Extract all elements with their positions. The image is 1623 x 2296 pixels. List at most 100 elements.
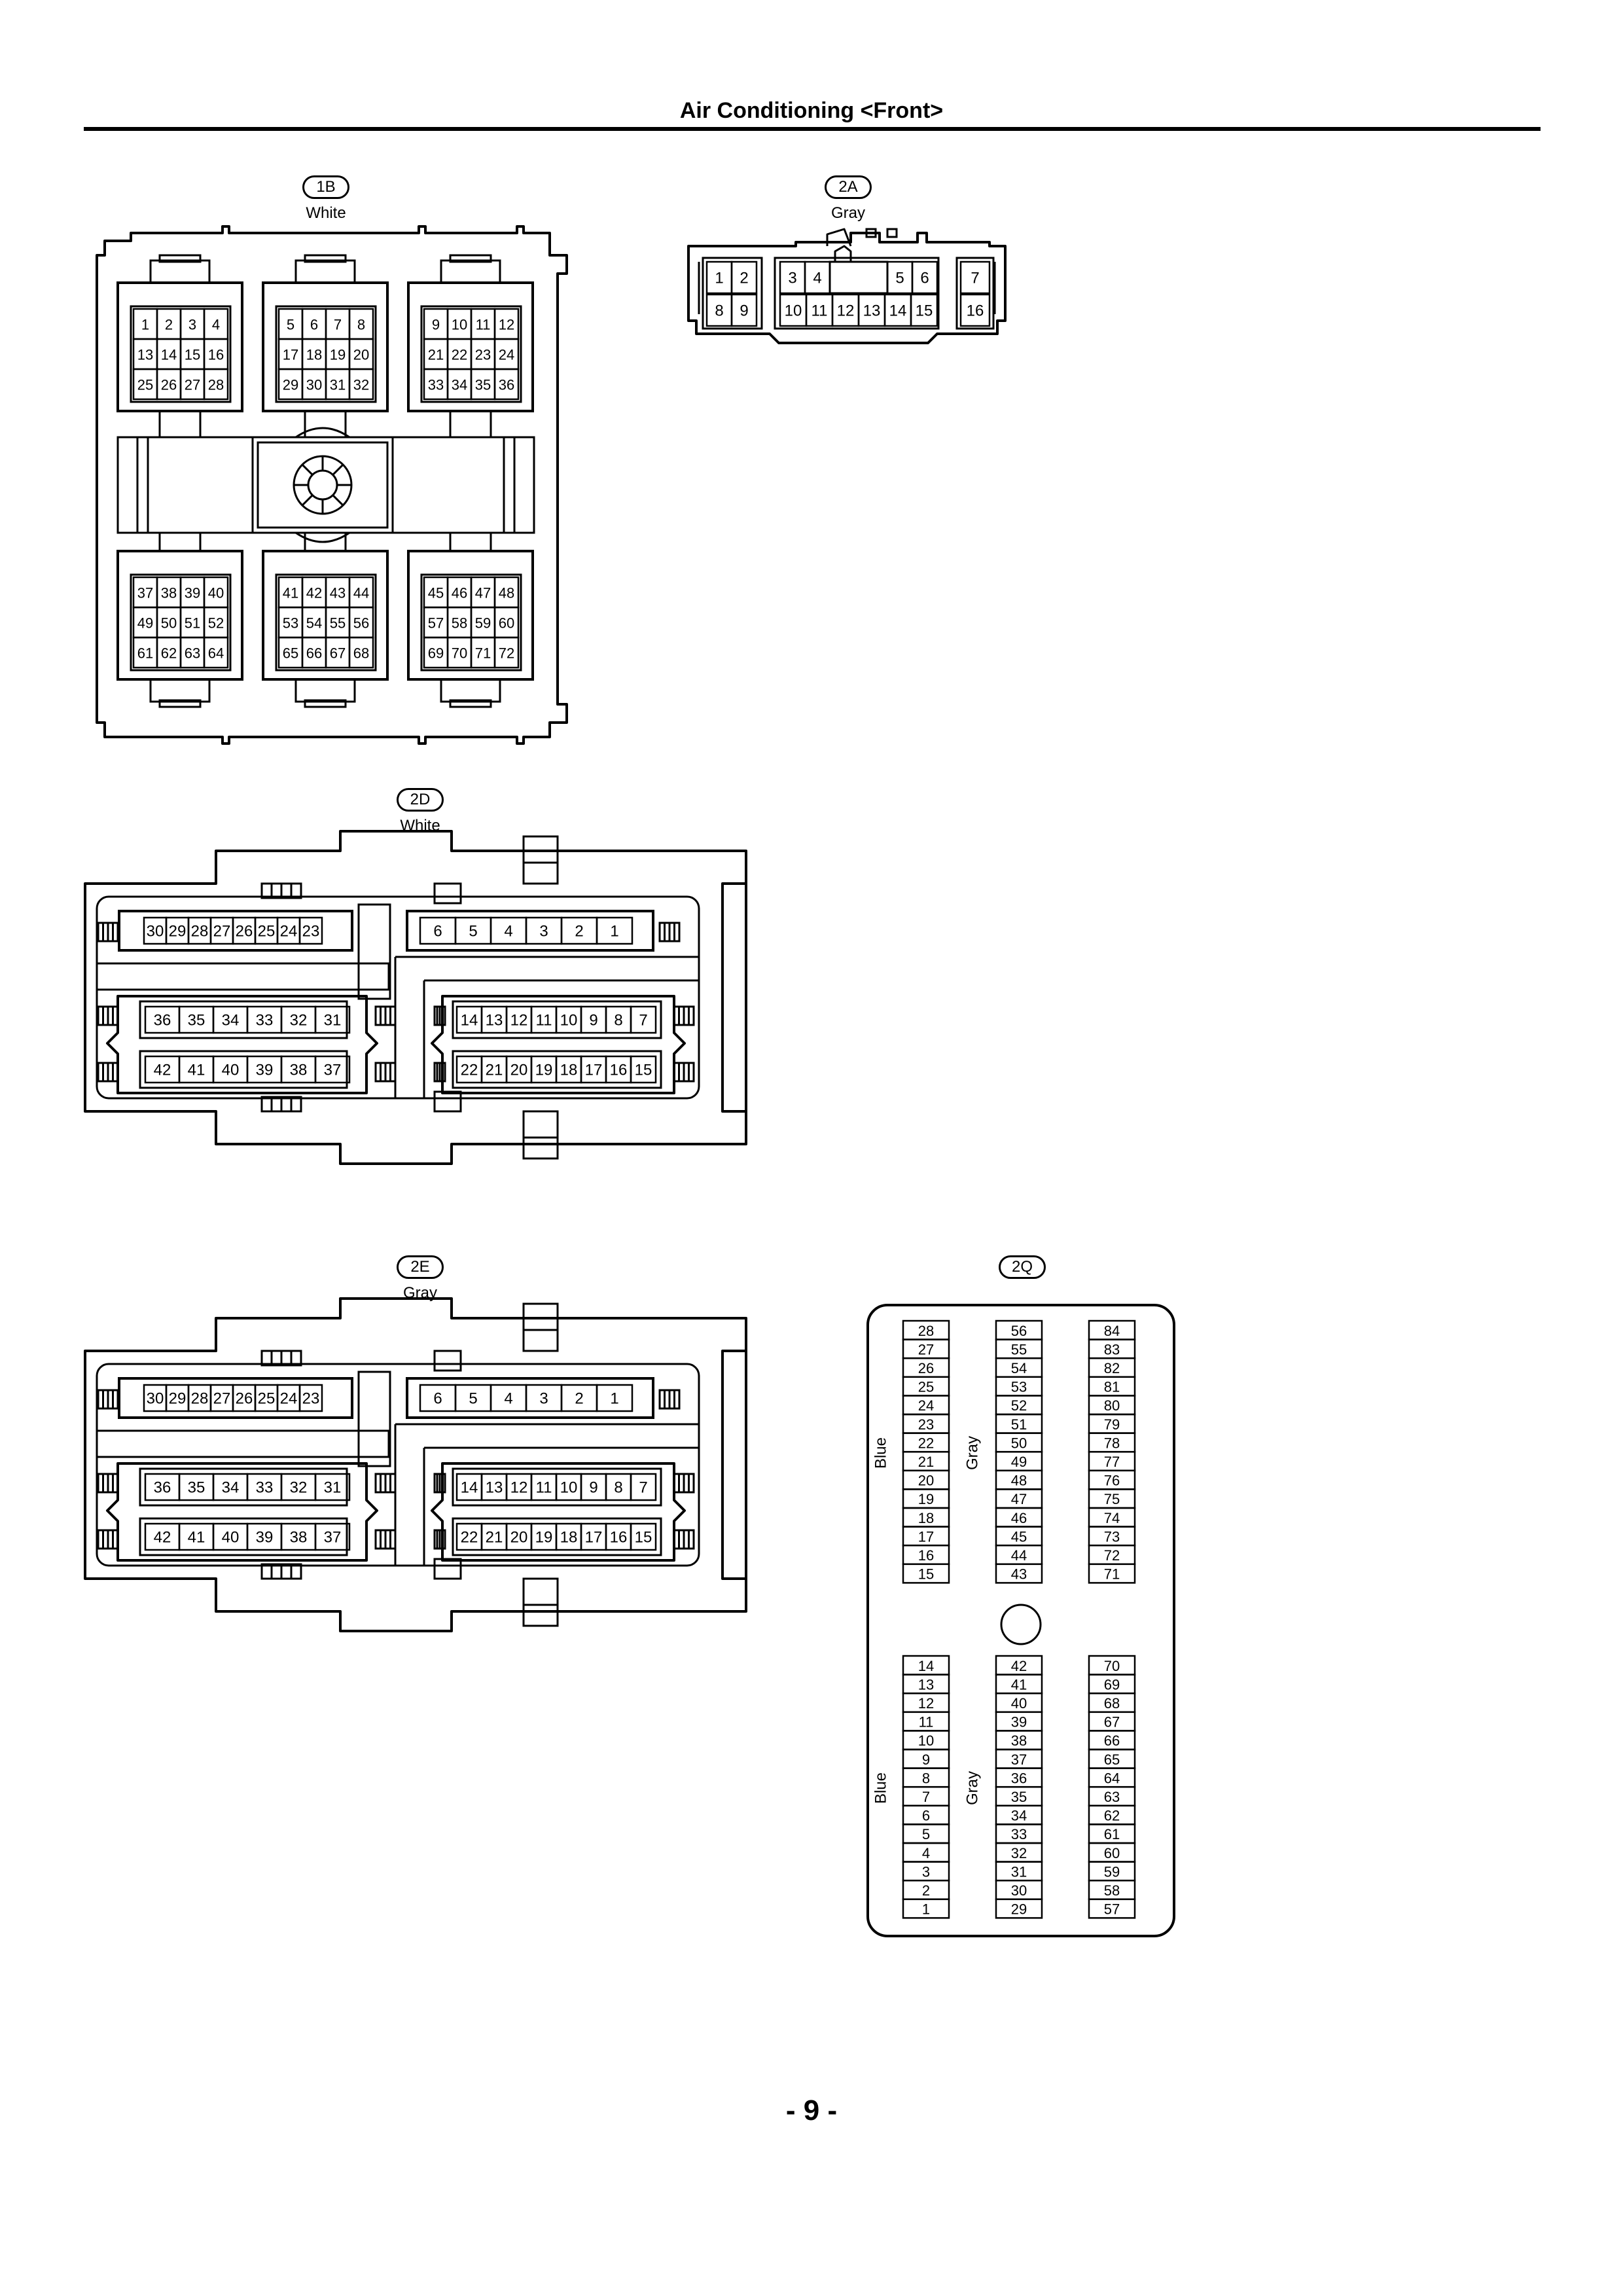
latch-tab xyxy=(294,259,356,284)
pin-number: 59 xyxy=(1104,1863,1120,1880)
pin-number: 50 xyxy=(1011,1435,1027,1451)
pin-number: 62 xyxy=(161,645,177,662)
pin-number: 42 xyxy=(154,1062,171,1079)
pin-number: 28 xyxy=(191,1390,209,1408)
pin-number: 2 xyxy=(575,923,583,941)
pin-number: 16 xyxy=(967,302,984,320)
pin-number: 5 xyxy=(469,1390,477,1408)
connector-2D-body xyxy=(96,895,700,1100)
pin-cell xyxy=(314,1055,351,1084)
pin-number: 7 xyxy=(971,270,979,287)
pin-number: 6 xyxy=(922,1808,930,1824)
latch-tab-top xyxy=(449,254,492,263)
pin-number: 21 xyxy=(918,1454,934,1470)
pin-number: 20 xyxy=(918,1473,934,1489)
pin-number: 67 xyxy=(330,645,346,662)
pin-group xyxy=(774,257,940,330)
pin-number: 56 xyxy=(1011,1323,1027,1339)
pin-number: 22 xyxy=(461,1529,478,1547)
pin-block xyxy=(118,910,353,952)
pin-number: 18 xyxy=(560,1529,578,1547)
pin-number: 83 xyxy=(1104,1341,1120,1357)
pin-number: 64 xyxy=(1104,1770,1120,1786)
pin-number: 21 xyxy=(486,1062,503,1079)
center-housing-inner xyxy=(257,441,389,529)
pin-number: 36 xyxy=(1011,1770,1027,1786)
pin-number: 4 xyxy=(504,1390,512,1408)
pin-number: 24 xyxy=(280,923,298,941)
channel xyxy=(96,962,390,991)
pin-number: 59 xyxy=(475,615,491,632)
pin-number: 20 xyxy=(510,1062,528,1079)
side-label-gray: Gray xyxy=(964,1436,982,1470)
pin-number: 28 xyxy=(208,377,224,393)
connector-1B-center-band xyxy=(116,436,535,534)
pin-cell xyxy=(493,636,520,669)
pin-number: 2 xyxy=(740,270,748,287)
latch-tab xyxy=(440,678,501,703)
pin-number: 27 xyxy=(213,1390,231,1408)
pin-number: 41 xyxy=(1011,1676,1027,1693)
pin-number: 82 xyxy=(1104,1360,1120,1376)
pin-number: 7 xyxy=(639,1012,647,1030)
pin-number: 44 xyxy=(1011,1547,1027,1564)
pin-number: 66 xyxy=(306,645,322,662)
pin-number: 5 xyxy=(287,317,294,333)
connector-2E-body xyxy=(96,1363,700,1567)
pin-cell xyxy=(630,1055,657,1084)
latch-tab xyxy=(149,678,211,703)
pin-number: 16 xyxy=(208,347,224,363)
connector-color-2A: Gray xyxy=(830,204,865,222)
pin-number: 15 xyxy=(918,1566,934,1583)
pin-number: 18 xyxy=(918,1510,934,1526)
pin-number: 19 xyxy=(918,1491,934,1507)
pin-number: 11 xyxy=(812,302,828,320)
pin-number: 39 xyxy=(256,1062,274,1079)
pin-number: 69 xyxy=(1104,1676,1120,1693)
pin-number: 30 xyxy=(147,1390,164,1408)
pin-number: 1 xyxy=(922,1901,930,1918)
pin-number: 22 xyxy=(461,1062,478,1079)
pin-number: 10 xyxy=(560,1479,578,1497)
pin-number: 2 xyxy=(165,317,173,333)
pin-number: 73 xyxy=(1104,1528,1120,1545)
pin-row-frame xyxy=(452,1467,662,1507)
pin-number: 40 xyxy=(222,1529,240,1547)
pin-number: 3 xyxy=(539,923,548,941)
pin-number: 35 xyxy=(188,1012,205,1030)
latch-tab xyxy=(440,259,501,284)
lock-spoke xyxy=(332,494,344,507)
pin-number: 14 xyxy=(161,347,177,363)
lock-arc-top xyxy=(295,427,350,439)
pin-number: 9 xyxy=(740,302,748,320)
pin-number: 2 xyxy=(575,1390,583,1408)
pin-number: 22 xyxy=(452,347,467,363)
pin-number: 1 xyxy=(610,1390,618,1408)
pin-block xyxy=(406,910,654,952)
pin-number: 1 xyxy=(610,923,618,941)
pin-number: 3 xyxy=(188,317,196,333)
pin-number: 23 xyxy=(918,1416,934,1433)
pin-number: 21 xyxy=(428,347,444,363)
pin-cell xyxy=(630,1473,657,1501)
pin-number: 39 xyxy=(256,1529,274,1547)
pin-grid-frame xyxy=(130,573,232,672)
pin-number: 14 xyxy=(918,1658,934,1674)
pin-number: 47 xyxy=(475,585,491,601)
pin-number: 24 xyxy=(918,1397,934,1414)
pin-cell xyxy=(730,293,758,327)
pin-number: 65 xyxy=(283,645,298,662)
header-rule xyxy=(84,127,1541,131)
pin-number: 17 xyxy=(283,347,298,363)
latch-slide xyxy=(522,835,559,885)
pin-number: 64 xyxy=(208,645,224,662)
pin-number: 31 xyxy=(1011,1863,1027,1880)
block-post xyxy=(304,531,347,552)
pin-number: 40 xyxy=(222,1062,240,1079)
block-post xyxy=(449,531,492,552)
pin-number: 38 xyxy=(1011,1732,1027,1749)
pin-number: 24 xyxy=(499,347,514,363)
pin-number: 32 xyxy=(1011,1845,1027,1861)
connector-2A-housing xyxy=(687,232,1007,344)
